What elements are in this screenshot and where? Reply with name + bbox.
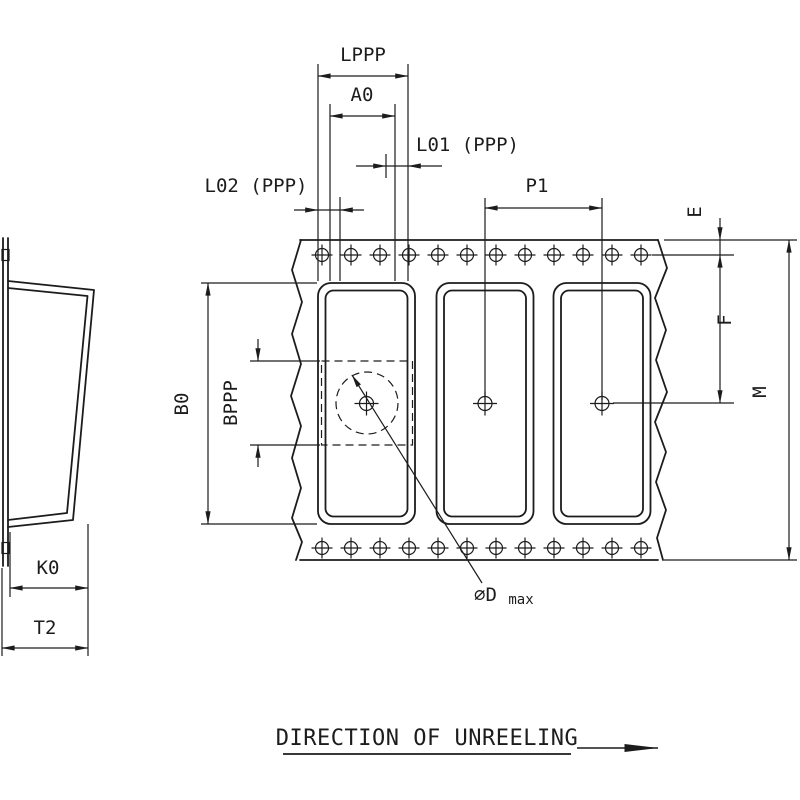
sprocket-hole-section (1, 248, 10, 262)
dimension-b0: B0 (171, 282, 317, 525)
dim-label-m: M (749, 386, 771, 397)
dim-label-l02: L02 (PPP) (205, 175, 308, 197)
dimension-p1: P1 (484, 175, 603, 400)
dimension-l01: L01 (PPP) (356, 134, 519, 178)
dimension-e-f-m: E F M (613, 206, 797, 561)
sprocket-hole-section (1, 541, 10, 555)
dim-label-bppp: BPPP (220, 380, 242, 426)
direction-of-unreeling-label: DIRECTION OF UNREELING (276, 726, 578, 751)
dimension-l02: L02 (PPP) (205, 175, 364, 281)
dmax-circle-dashed (335, 371, 399, 435)
tape-break-edge-left (290, 239, 303, 561)
dimension-t2: T2 (1, 568, 89, 656)
dim-label-l01: L01 (PPP) (416, 134, 519, 156)
dim-label-p1: P1 (526, 175, 549, 197)
dimension-lppp: LPPP (317, 44, 409, 281)
footer-direction: DIRECTION OF UNREELING (276, 726, 659, 755)
dim-label-dmax: ⌀D max (474, 584, 534, 608)
dim-label-e: E (684, 206, 706, 217)
pocket-profile-inner (7, 287, 89, 521)
dimension-k0: K0 (9, 524, 89, 656)
dim-label-a0: A0 (351, 84, 374, 106)
tape-top-view (290, 239, 668, 561)
pocket-profile-outer (7, 280, 95, 528)
dim-label-b0: B0 (171, 393, 193, 416)
dmax-prefix: ⌀D (474, 584, 497, 606)
dim-label-lppp: LPPP (340, 44, 386, 66)
leader-line (351, 374, 483, 584)
tape-break-edge-right (654, 239, 668, 561)
callout-dmax: ⌀D max (351, 374, 534, 608)
dmax-subscript: max (508, 592, 533, 608)
dim-label-k0: K0 (37, 557, 60, 579)
dimension-bppp: BPPP (220, 339, 320, 467)
side-section-view (1, 237, 95, 567)
dim-label-t2: T2 (34, 617, 57, 639)
component-outline-dashed (320, 360, 414, 446)
dim-label-f: F (714, 314, 736, 325)
dimension-a0: A0 (329, 84, 396, 281)
